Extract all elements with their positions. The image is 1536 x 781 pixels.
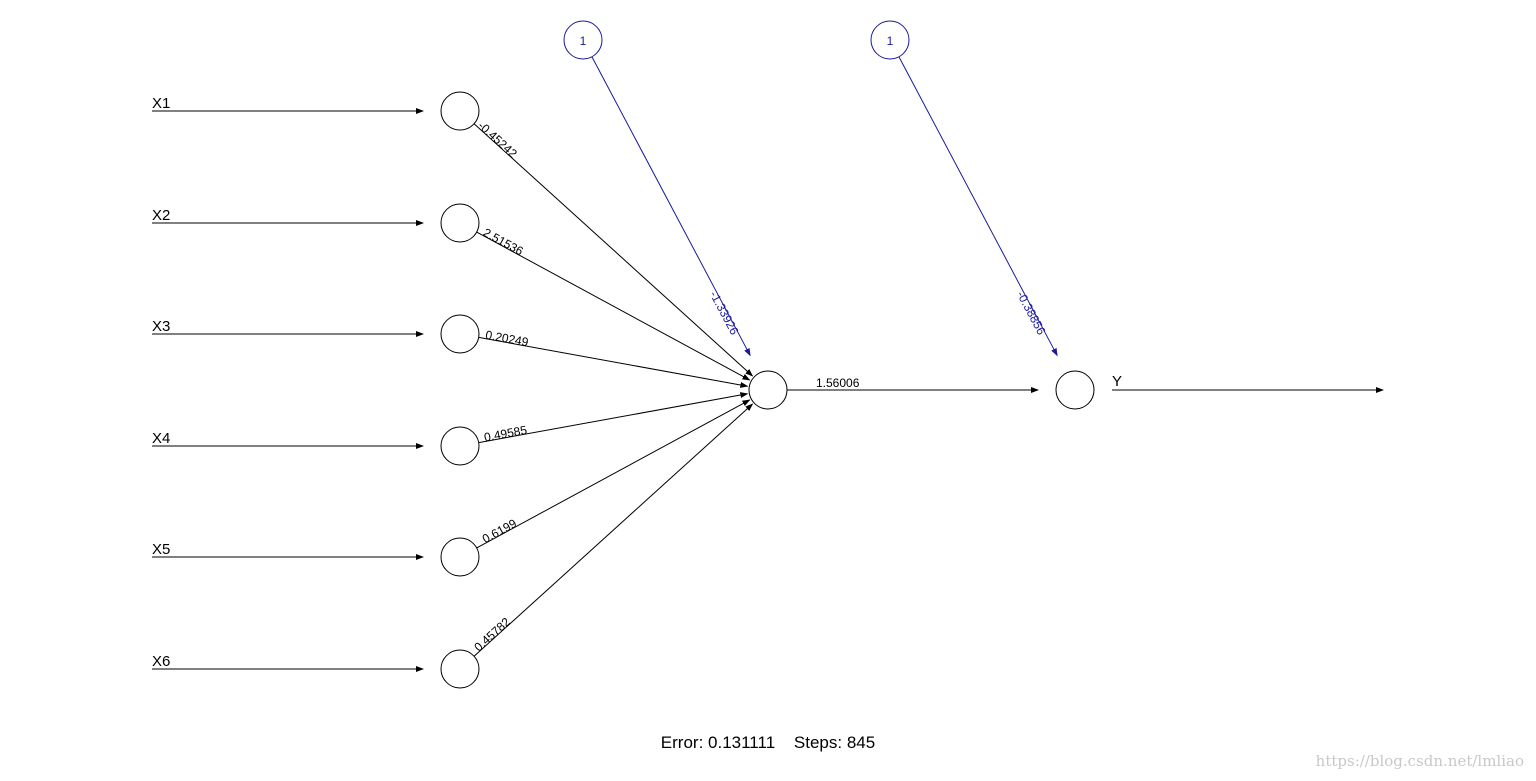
input-node-3 bbox=[440, 314, 480, 354]
weight-edge-5 bbox=[476, 399, 751, 549]
input-node-6 bbox=[440, 649, 480, 689]
weight-edge-4 bbox=[478, 392, 749, 444]
input-label-x2: X2 bbox=[152, 207, 170, 224]
weight-label-1: -0.45242 bbox=[475, 118, 520, 160]
hidden-bias-node bbox=[563, 20, 603, 60]
input-node-2 bbox=[440, 203, 480, 243]
error-label: Error: bbox=[661, 733, 704, 752]
input-label-x3: X3 bbox=[152, 318, 170, 335]
steps-value: 845 bbox=[847, 733, 875, 752]
hidden-bias-label: 1 bbox=[580, 34, 587, 48]
input-label-x4: X4 bbox=[152, 430, 170, 447]
input-label-x5: X5 bbox=[152, 541, 170, 558]
watermark: https://blog.csdn.net/lmliao bbox=[1316, 752, 1524, 770]
hidden-bias-edge bbox=[591, 56, 751, 357]
steps-label: Steps: bbox=[794, 733, 842, 752]
input-node-1 bbox=[440, 91, 480, 131]
weight-edge-6 bbox=[473, 403, 754, 657]
hidden-node bbox=[748, 370, 788, 410]
input-node-4 bbox=[440, 426, 480, 466]
weight-label-6: 0.45782 bbox=[471, 615, 513, 655]
input-node-5 bbox=[440, 537, 480, 577]
output-bias-weight-label: -0.38856 bbox=[1014, 289, 1049, 338]
weight-edge-1 bbox=[473, 123, 754, 377]
hidden-output-weight-label: 1.56006 bbox=[816, 376, 860, 390]
weight-label-4: 0.49585 bbox=[483, 423, 529, 445]
weight-edge-3 bbox=[478, 336, 749, 388]
weight-label-5: 0.6199 bbox=[480, 516, 519, 546]
output-node bbox=[1055, 370, 1095, 410]
hidden-bias-weight-label: -1.33926 bbox=[707, 289, 742, 338]
output-label-y: Y bbox=[1112, 373, 1122, 390]
output-bias-edge bbox=[898, 56, 1058, 357]
input-label-x6: X6 bbox=[152, 653, 170, 670]
weight-label-3: 0.20249 bbox=[484, 328, 530, 350]
training-summary: Error: 0.131111 Steps: 845 bbox=[661, 733, 875, 752]
error-value: 0.131111 bbox=[708, 733, 775, 752]
output-bias-node bbox=[870, 20, 910, 60]
weight-edge-2 bbox=[476, 231, 751, 381]
input-label-x1: X1 bbox=[152, 95, 170, 112]
weight-label-2: 2.51536 bbox=[481, 225, 526, 258]
output-bias-label: 1 bbox=[887, 34, 894, 48]
